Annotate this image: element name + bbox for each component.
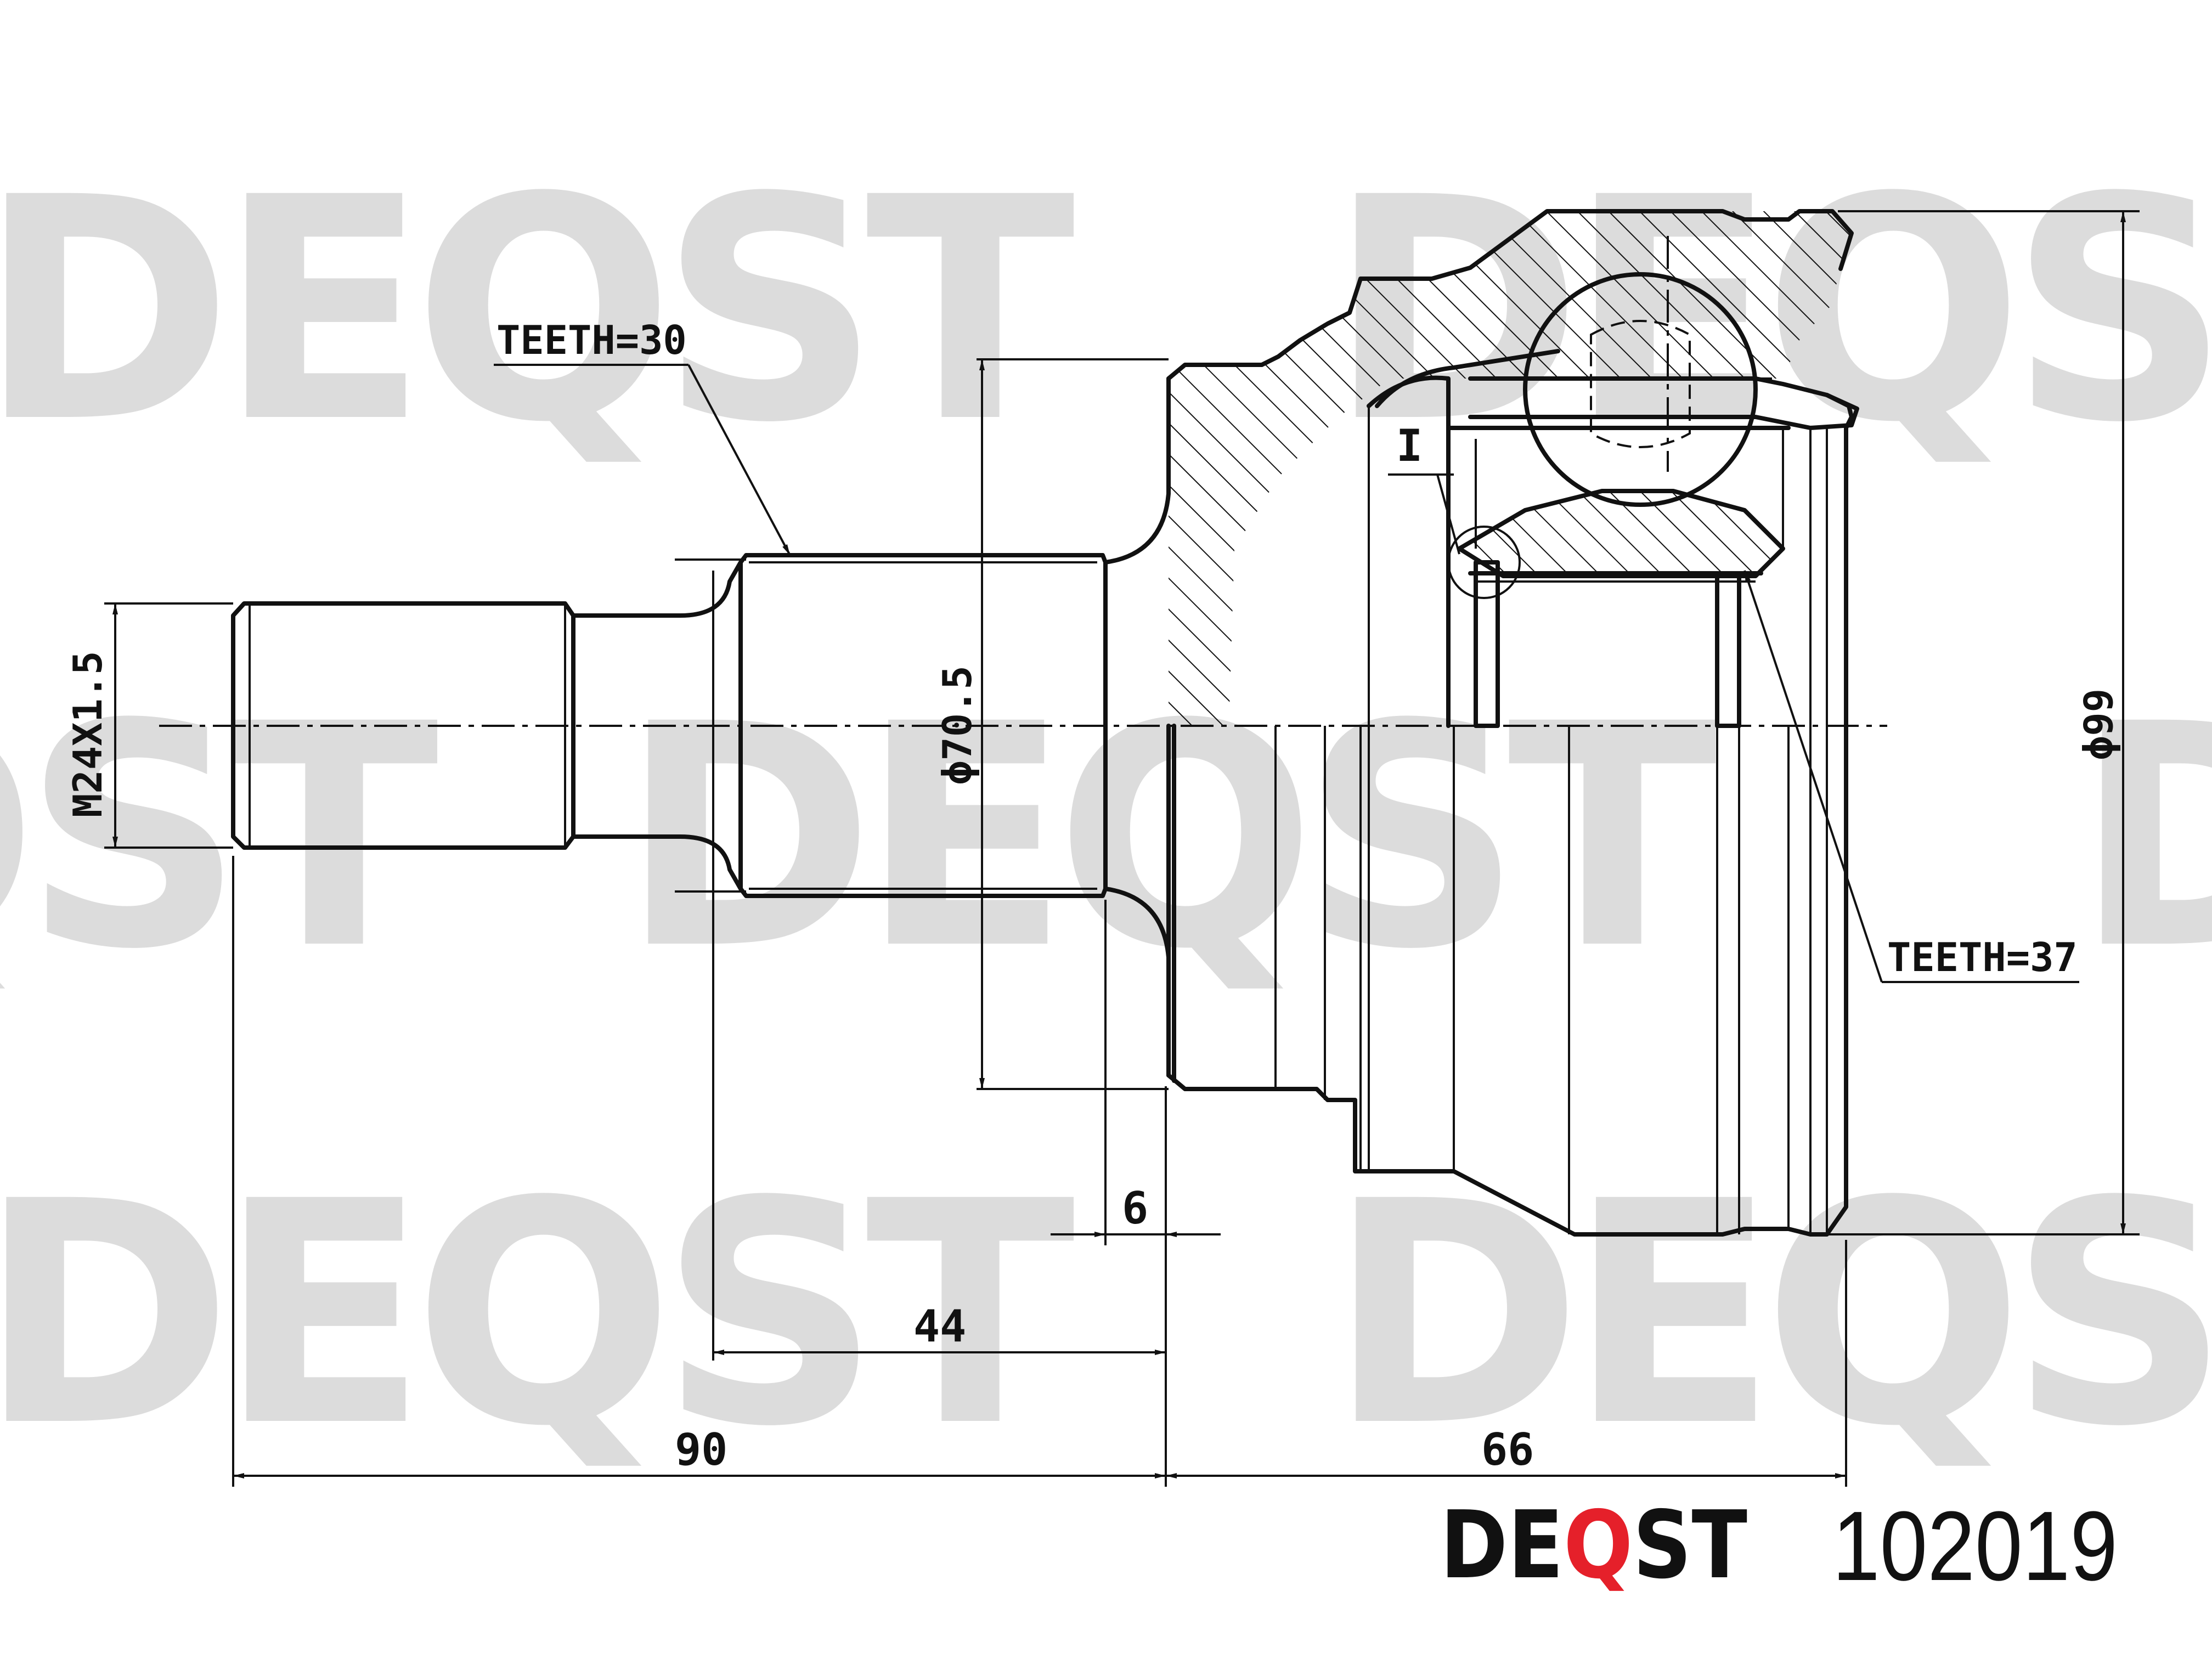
bell-housing	[1166, 209, 1854, 1237]
part-number: 102019	[1832, 1491, 2118, 1601]
dimension-labels: TEETH=30 TEETH=37 M24X1.5 ϕ70.5 ϕ99 6 44…	[65, 317, 2121, 1475]
shaft-diameter-label: ϕ70.5	[934, 665, 980, 785]
teeth-bore-label: TEETH=37	[1887, 934, 2078, 980]
dim-90-label: 90	[675, 1424, 727, 1475]
leaders	[494, 364, 2079, 983]
watermark-text: DEQST	[0, 132, 1077, 490]
watermark-text: DEQST	[2074, 659, 2212, 1017]
section-hatch	[1169, 211, 1852, 726]
brand-prefix: DE	[1440, 1491, 1564, 1600]
detail-marker: I	[1396, 420, 1423, 471]
brand-suffix: ST	[1633, 1491, 1747, 1600]
dimensions	[104, 210, 2140, 1487]
watermark-text: DEQST	[0, 659, 441, 1017]
detail-circle	[1447, 526, 1521, 599]
teeth-shaft-label: TEETH=30	[496, 317, 687, 363]
thread-label: M24X1.5	[65, 651, 111, 817]
stub-shaft	[231, 376, 1171, 1077]
detail-callout: I	[1388, 420, 1521, 599]
brand-accent: Q	[1564, 1491, 1633, 1600]
watermark-text: DEQST	[0, 1136, 1077, 1494]
brand-block: DEQST 102019	[1440, 1491, 2118, 1601]
dim-66-label: 66	[1481, 1424, 1534, 1475]
outer-diameter-label: ϕ99	[2075, 689, 2121, 760]
dim-6-label: 6	[1122, 1183, 1148, 1234]
dim-44-label: 44	[913, 1301, 966, 1352]
watermark-text: DEQST	[1328, 1136, 2212, 1494]
brand-logo: DEQST	[1440, 1491, 1747, 1600]
